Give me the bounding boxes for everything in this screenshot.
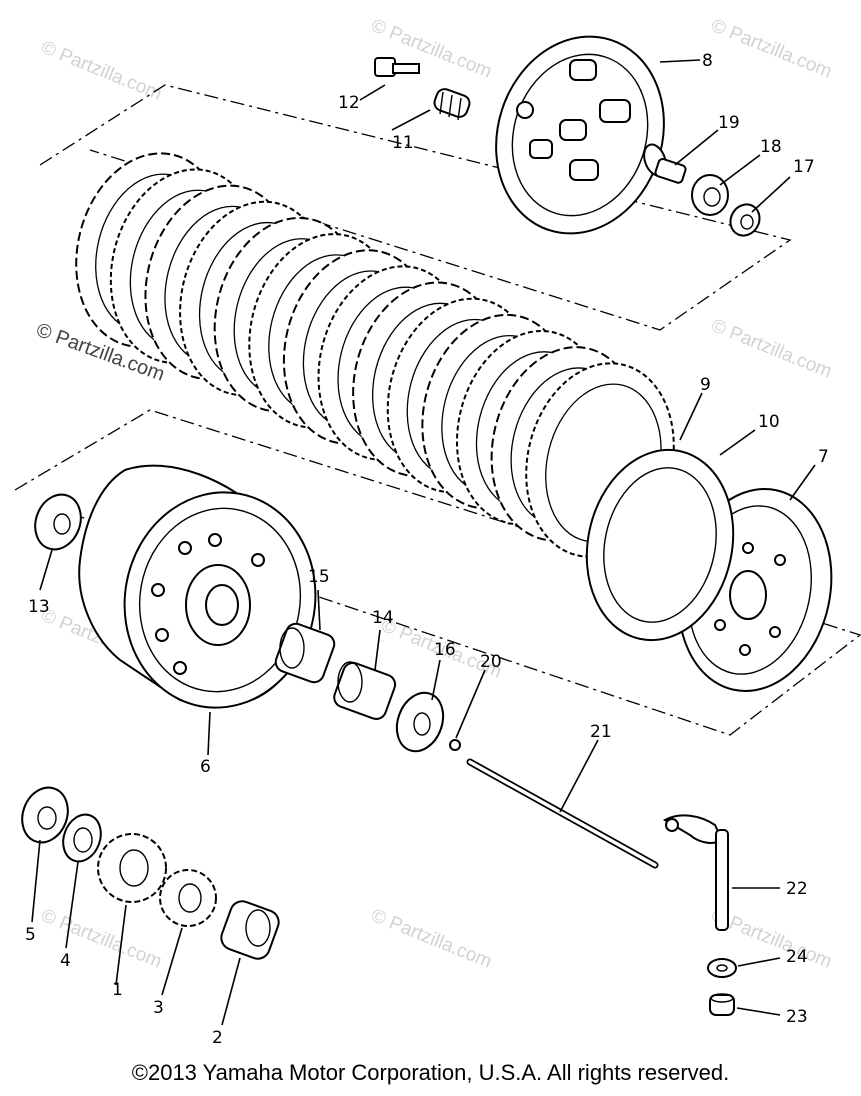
thrust-washer-13 (34, 493, 82, 551)
spacer-14 (333, 661, 397, 720)
leader-lines (31, 59, 816, 1026)
callout-17: 17 (793, 157, 815, 177)
watermark: © Partzilla.com (708, 15, 835, 82)
gear-3 (159, 869, 217, 927)
callout-23: 23 (786, 1007, 808, 1027)
callout-3: 3 (153, 998, 164, 1018)
ball-20 (449, 739, 461, 751)
bushing-23 (709, 993, 735, 1016)
watermark: © Partzilla.com (38, 37, 165, 104)
callout-4: 4 (60, 951, 71, 971)
washer-24 (707, 958, 737, 978)
callout-8: 8 (702, 51, 713, 71)
callout-20: 20 (480, 652, 502, 672)
spring-11 (433, 88, 471, 121)
bearing-2 (220, 900, 280, 960)
assembly-frames (14, 84, 861, 736)
clutch-plate-stack (75, 152, 675, 558)
clutch-housing-6 (78, 464, 317, 709)
callout-22: 22 (786, 879, 808, 899)
washer-4 (62, 813, 102, 863)
watermark: © Partzilla.com (368, 905, 495, 972)
callouts: 1 2 3 4 5 6 7 8 9 10 11 12 13 14 15 16 1… (25, 51, 829, 1048)
watermark: © Partzilla.com (708, 315, 835, 382)
callout-19: 19 (718, 113, 740, 133)
callout-9: 9 (700, 375, 711, 395)
plate-10 (585, 448, 735, 642)
callout-7: 7 (818, 447, 829, 467)
callout-5: 5 (25, 925, 36, 945)
callout-18: 18 (760, 137, 782, 157)
callout-15: 15 (308, 567, 330, 587)
washer-16 (395, 691, 445, 753)
callout-1: 1 (112, 980, 123, 1000)
bearing-18 (691, 174, 729, 216)
callout-12: 12 (338, 93, 360, 113)
callout-16: 16 (434, 640, 456, 660)
push-rod-21 (466, 758, 659, 869)
callout-10: 10 (758, 412, 780, 432)
callout-24: 24 (786, 947, 808, 967)
nut-5 (21, 786, 69, 844)
callout-6: 6 (200, 757, 211, 777)
callout-2: 2 (212, 1028, 223, 1048)
needle-bearing-15 (274, 622, 336, 684)
callout-14: 14 (372, 608, 394, 628)
pressure-plate-8 (495, 35, 665, 235)
gear-1 (97, 833, 167, 903)
copyright-notice: ©2013 Yamaha Motor Corporation, U.S.A. A… (131, 1060, 730, 1085)
bolt-12 (374, 57, 420, 77)
callout-11: 11 (392, 133, 414, 153)
watermark: © Partzilla.com (38, 905, 165, 972)
callout-13: 13 (28, 597, 50, 617)
push-plug-19 (643, 143, 687, 184)
push-lever-22 (662, 814, 729, 931)
callout-21: 21 (590, 722, 612, 742)
